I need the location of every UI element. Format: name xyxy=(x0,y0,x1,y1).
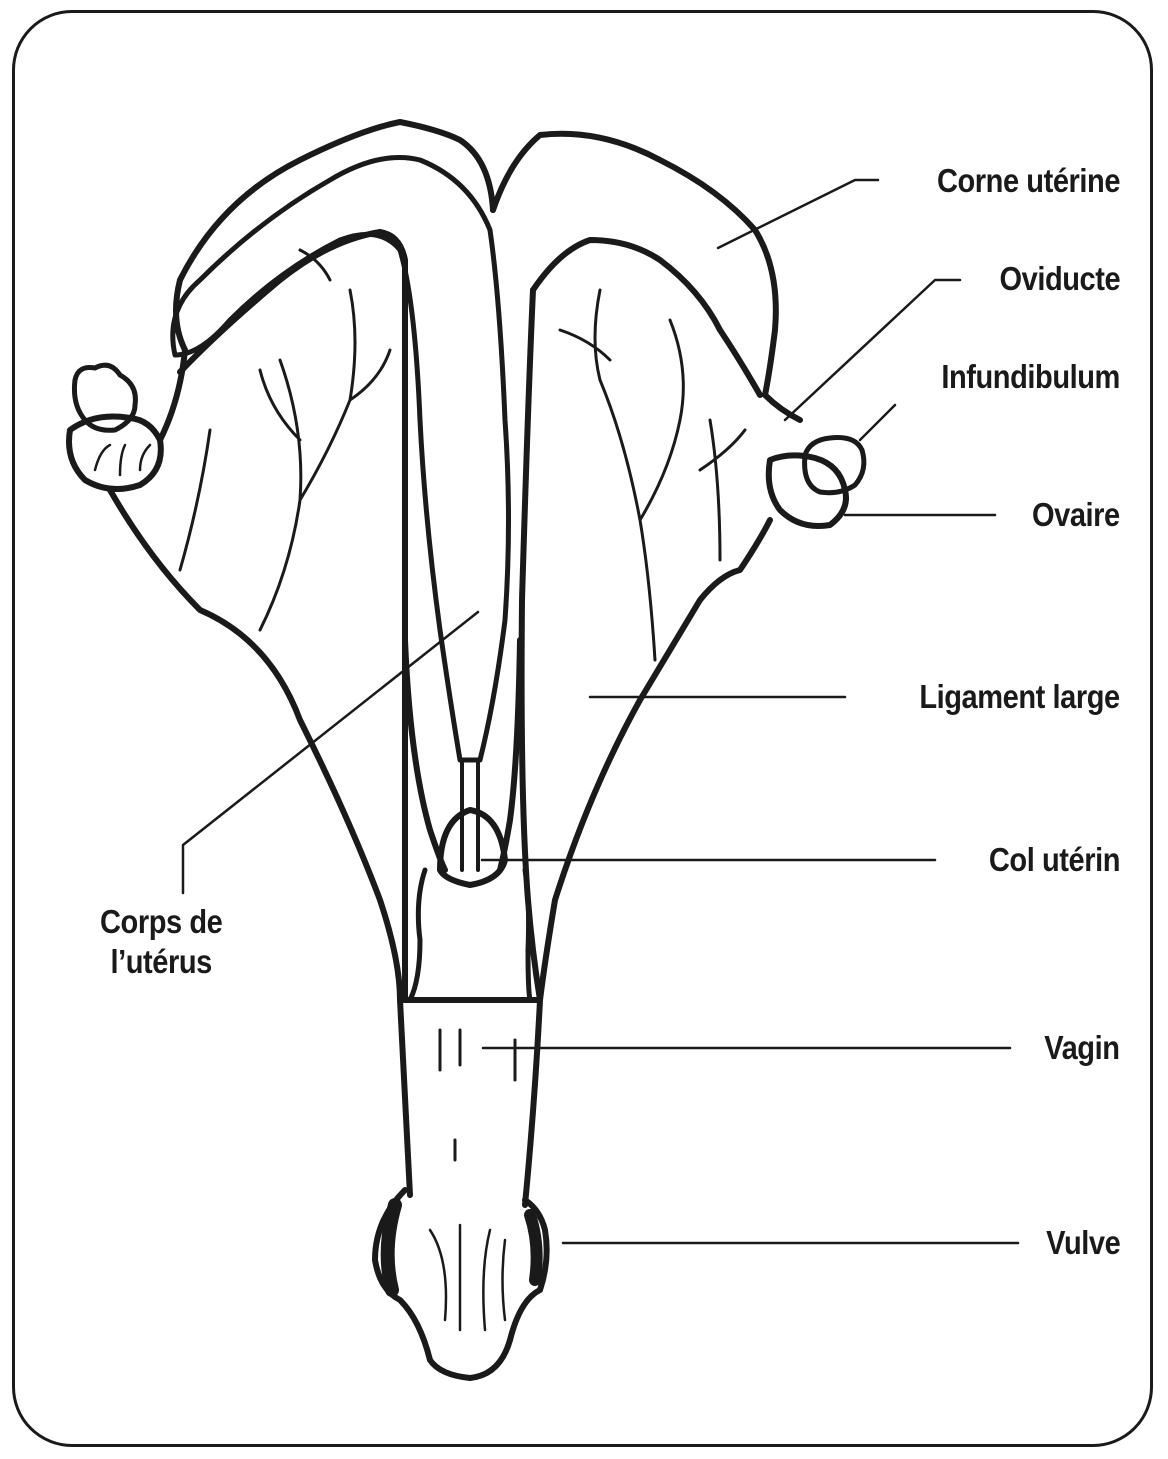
uterus-body-right-wall xyxy=(500,640,520,870)
leader-oviducte xyxy=(785,280,960,420)
label-infundibulum: Infundibulum xyxy=(941,358,1120,396)
uterus-body-left-wall xyxy=(405,640,445,870)
left-infundibulum xyxy=(74,365,135,430)
vulva-left-dots xyxy=(388,1205,395,1290)
label-corne-uterine: Corne utérine xyxy=(937,162,1120,200)
label-vulve: Vulve xyxy=(1046,1224,1120,1262)
leader-corps-uterus xyxy=(183,612,478,893)
label-col-uterin: Col utérin xyxy=(989,841,1120,879)
vagina-detail xyxy=(440,1030,515,1160)
label-ligament-large: Ligament large xyxy=(920,678,1120,716)
right-horn-wall xyxy=(522,290,540,1000)
label-corps-uterus-line2: l’utérus xyxy=(100,942,222,982)
left-horn-lumen xyxy=(173,158,509,761)
vagina xyxy=(400,1000,540,1205)
vulva-detail xyxy=(430,1225,505,1330)
leader-lines xyxy=(183,180,1018,1243)
right-ligament-vessels xyxy=(560,290,745,660)
label-corps-uterus: Corps de l’utérus xyxy=(100,902,222,982)
label-ovaire: Ovaire xyxy=(1032,496,1120,534)
vulva-right-dots xyxy=(530,1215,537,1280)
right-uterine-horn-inner xyxy=(533,240,760,395)
label-oviducte: Oviducte xyxy=(999,260,1120,298)
left-ovary-vessels xyxy=(95,445,150,475)
left-ligament-vessels xyxy=(180,250,390,630)
vagina-top xyxy=(410,870,530,1000)
label-vagin: Vagin xyxy=(1045,1029,1120,1067)
cervix xyxy=(440,810,505,885)
leader-infundibulum xyxy=(860,405,895,440)
label-corps-uterus-line1: Corps de xyxy=(100,902,222,942)
